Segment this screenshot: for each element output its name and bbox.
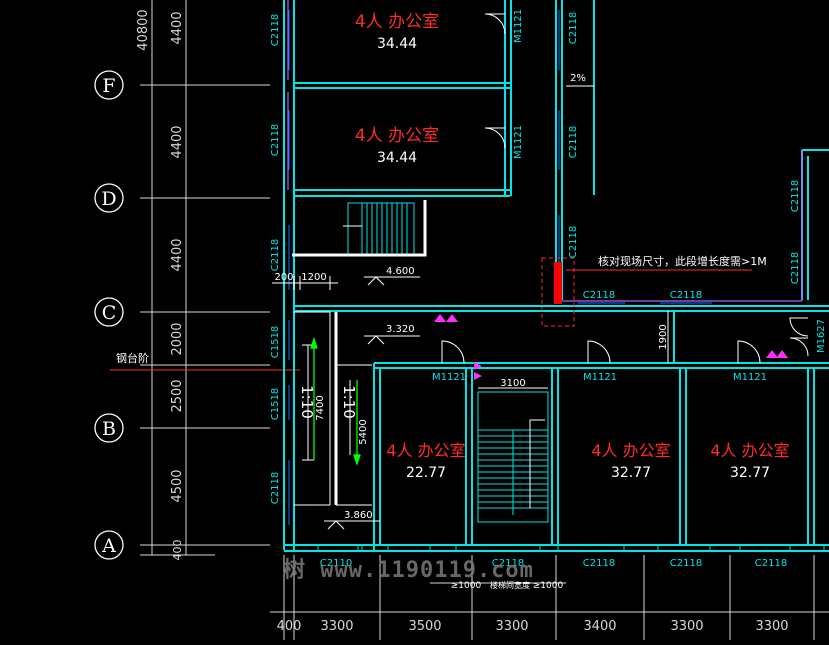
window-label-left-5: C1518 [270, 388, 281, 420]
dim-200: 200 [274, 272, 293, 283]
room-3-area: 22.77 [406, 465, 446, 481]
dim-left-1: 4400 [170, 11, 185, 44]
dim-left-total: 40800 [136, 9, 151, 50]
dim-bottom-7: 3300 [755, 619, 788, 634]
grid-bubble-c: C [94, 297, 124, 327]
ramp-arrows [310, 336, 361, 467]
note-dashed-box [541, 257, 575, 327]
svg-text:D: D [101, 188, 116, 210]
window-label-left-1: C2118 [270, 14, 281, 46]
note-marker [554, 262, 562, 304]
dim-bottom-1: 400 [277, 619, 302, 634]
window-label-corridor-2: C2118 [670, 290, 702, 301]
window-label-right-1: C2118 [568, 12, 579, 44]
window-label-left-2: C2118 [270, 124, 281, 156]
window-label-left-6: C2118 [270, 472, 281, 504]
room-5-area: 32.77 [730, 465, 770, 481]
window-label-bottom-3: C2118 [755, 558, 787, 569]
upper-stair [292, 200, 427, 257]
window-label-corridor-1: C2118 [583, 290, 615, 301]
grid-bubble-a: A [94, 530, 124, 560]
stair-width-left: ≥1000 [451, 581, 482, 591]
room-1-area: 34.44 [377, 36, 417, 52]
svg-text:C: C [102, 302, 117, 324]
window-label-bottom-2: C2118 [670, 558, 702, 569]
elevation-markers [324, 276, 420, 530]
ramp-area [294, 311, 372, 506]
window-label-left-4: C1518 [270, 326, 281, 358]
dim-bottom-4: 3300 [495, 619, 528, 634]
grid-bubble-d: D [94, 183, 124, 213]
steel-step-label: 钢台阶 [116, 351, 149, 365]
dim-left-3: 4400 [170, 238, 185, 271]
door-label-upper-1: M1121 [513, 9, 524, 43]
room-3-name: 4人 办公室 [386, 441, 465, 460]
elevation-2: 3.320 [386, 324, 415, 335]
dim-left-5: 2500 [170, 379, 185, 412]
window-label-annex-2: C2118 [790, 252, 801, 284]
dim-1900: 1900 [658, 324, 669, 349]
ramp-slope-2: 1:10 [340, 385, 358, 419]
purple-wall-accents [287, 0, 803, 302]
grid-bubble-b: B [94, 413, 124, 443]
slope-label: 2% [570, 73, 586, 84]
door-label-m1627: M1627 [816, 319, 827, 353]
elevation-3: 3.860 [344, 510, 373, 521]
door-label-upper-2: M1121 [513, 125, 524, 159]
dim-left-4: 2000 [170, 322, 185, 355]
window-label-bottom-0: C2110 [320, 558, 352, 569]
elevation-1: 4.600 [386, 266, 415, 277]
dim-left-6: 4500 [170, 469, 185, 502]
dim-left-7: 400 [171, 540, 184, 561]
dim-left-2: 4400 [170, 125, 185, 158]
window-label-bottom-wm: C2118 [492, 558, 524, 569]
magenta-symbols [434, 314, 788, 380]
stair-width-label: 楼梯间宽度 [490, 580, 530, 590]
window-label-annex-1: C2118 [790, 180, 801, 212]
svg-text:B: B [102, 418, 116, 440]
lower-stair [477, 391, 549, 523]
dim-5400: 5400 [358, 419, 369, 444]
dim-7400: 7400 [315, 395, 326, 420]
grid-bubble-f: F [94, 70, 124, 100]
window-label-bottom-1: C2118 [583, 558, 615, 569]
dim-bottom-2: 3300 [320, 619, 353, 634]
bottom-dimension-chain [270, 555, 829, 640]
dim-3100: 3100 [500, 378, 525, 389]
door-label-lower-3: M1121 [733, 372, 767, 383]
window-label-right-3: C2118 [568, 226, 579, 258]
small-dim-lines [272, 276, 669, 389]
window-label-right-2: C2118 [568, 126, 579, 158]
dim-bottom-3: 3500 [408, 619, 441, 634]
stair-width-right: ≥1000 [533, 581, 564, 591]
door-label-lower-1: M1121 [432, 372, 466, 383]
room-2-area: 34.44 [377, 150, 417, 166]
room-4-area: 32.77 [611, 465, 651, 481]
room-2-name: 4人 办公室 [355, 126, 439, 146]
room-5-name: 4人 办公室 [710, 441, 789, 460]
watermark: 树 www.1190119.com [283, 558, 534, 583]
svg-text:F: F [102, 75, 115, 97]
window-label-left-3: C2118 [270, 239, 281, 271]
ramp-slope-1: 1:10 [298, 385, 316, 419]
svg-text:A: A [101, 535, 116, 557]
room-1-name: 4人 办公室 [355, 12, 439, 32]
bottom-window-frames [317, 544, 825, 552]
door-swings [441, 13, 809, 364]
left-dimension-chain [140, 0, 270, 556]
site-note: 核对现场尺寸，此段增长度需>1M [598, 254, 767, 268]
dim-1200: 1200 [301, 272, 326, 283]
dim-bottom-6: 3300 [670, 619, 703, 634]
door-label-lower-2: M1121 [583, 372, 617, 383]
dim-bottom-5: 3400 [583, 619, 616, 634]
room-4-name: 4人 办公室 [591, 441, 670, 460]
